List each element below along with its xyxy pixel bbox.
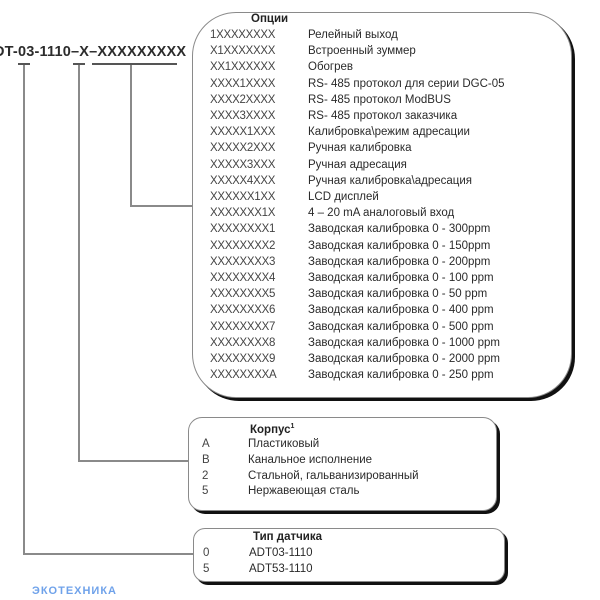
option-code: XXXX3XXXX (210, 110, 276, 122)
option-description: Встроенный зуммер (308, 45, 416, 58)
model-code: DT-03-1110–X–XXXXXXXXX (0, 44, 186, 60)
connector-options-vertical (130, 64, 132, 207)
options-box (192, 12, 572, 398)
sensor-type-title: Тип датчика (253, 531, 323, 543)
option-code: XXXXXXXX1 (210, 223, 276, 236)
option-code: 5 (202, 485, 209, 498)
option-description: 4 – 20 mA аналоговый вход (308, 207, 455, 220)
option-description: Канальное исполнение (248, 453, 373, 466)
connector-options-horizontal (130, 205, 194, 207)
option-description: Ручная калибровка\адресация (308, 174, 473, 187)
model-code-options: XXXXXXXXX (97, 44, 187, 60)
option-code: XXXXXXXX5 (210, 288, 276, 301)
underline-type (18, 63, 30, 65)
option-description: Калибровка\режим адресации (308, 126, 470, 139)
option-code: XXXXXX1XX (210, 191, 276, 203)
option-description: Заводская калибровка 0 - 1000 ppm (308, 336, 500, 349)
underline-body (73, 63, 85, 65)
option-code: XXXX2XXXX (210, 93, 276, 106)
option-code: 1XXXXXXXX (210, 29, 276, 41)
option-description: ADT03-1110 (249, 547, 313, 559)
option-code: XXXXXXX1X (210, 207, 276, 220)
option-code: XXXXXXXXA (210, 369, 277, 382)
option-description: Заводская калибровка 0 - 2000 ppm (308, 353, 500, 365)
connector-body-horizontal (78, 460, 190, 462)
option-description: RS- 485 протокол заказчика (308, 110, 458, 122)
option-description: Нержавеющая сталь (248, 485, 360, 498)
option-description: Заводская калибровка 0 - 400 ppm (308, 304, 494, 317)
model-code-prefix: DT-03-1110– (0, 44, 80, 60)
option-description: Заводская калибровка 0 - 300ppm (308, 223, 491, 236)
option-description: Заводская калибровка 0 - 100 ppm (308, 272, 494, 284)
connector-body-vertical (78, 64, 80, 462)
body-title: Корпус1 (250, 423, 294, 436)
option-code: B (202, 453, 210, 466)
option-code: 2 (202, 469, 209, 482)
option-description: RS- 485 протокол ModBUS (308, 93, 451, 106)
option-description: Стальной, гальванизированный (248, 469, 419, 482)
option-code: X1XXXXXXX (210, 45, 276, 58)
option-description: Заводская калибровка 0 - 150ppm (308, 239, 491, 252)
option-code: XXXXXXXX6 (210, 304, 276, 317)
option-description: Релейный выход (308, 29, 398, 41)
option-description: Заводская калибровка 0 - 200ppm (308, 255, 491, 268)
option-code: XXXXXXXX8 (210, 336, 276, 349)
option-description: Обогрев (308, 61, 354, 74)
option-code: XXXXXXXX9 (210, 353, 276, 365)
model-code-separator: – (89, 44, 98, 60)
option-code: A (202, 438, 210, 450)
option-description: ADT53-1110 (249, 562, 313, 575)
option-code: 5 (203, 562, 210, 575)
option-description: RS- 485 протокол для серии DGC-05 (308, 77, 505, 90)
underline-options (92, 63, 177, 65)
body-title-text: Корпус (250, 423, 291, 436)
option-code: XXXX1XXXX (210, 77, 276, 90)
connector-type-vertical (23, 64, 25, 555)
option-description: Заводская калибровка 0 - 250 ppm (308, 369, 494, 382)
option-code: XXXXXXXX3 (210, 255, 276, 268)
option-description: Заводская калибровка 0 - 50 ppm (308, 288, 488, 301)
option-description: Заводская калибровка 0 - 500 ppm (308, 320, 494, 333)
option-description: Ручная калибровка (308, 142, 412, 155)
connector-type-horizontal (23, 553, 195, 555)
body-box (188, 417, 497, 511)
sensor-type-box (193, 528, 505, 582)
option-code: XXXXX4XXX (210, 174, 276, 187)
options-title: Опции (251, 13, 289, 25)
option-code: XXXXXXXX4 (210, 272, 276, 284)
option-code: XXXXX3XXX (210, 158, 276, 171)
watermark: ЭКОТЕХНИКА (32, 585, 117, 597)
option-code: 0 (203, 547, 210, 559)
body-footnote: 1 (290, 423, 295, 430)
option-code: XXXXX2XXX (210, 142, 276, 155)
option-description: Пластиковый (248, 438, 320, 450)
option-description: Ручная адресация (308, 158, 407, 171)
model-code-body: X (79, 44, 90, 60)
option-code: XXXXXXXX7 (210, 320, 276, 333)
option-code: XX1XXXXXX (210, 61, 276, 74)
option-description: LCD дисплей (308, 191, 379, 203)
option-code: XXXXXXXX2 (210, 239, 276, 252)
option-code: XXXXX1XXX (210, 126, 276, 139)
